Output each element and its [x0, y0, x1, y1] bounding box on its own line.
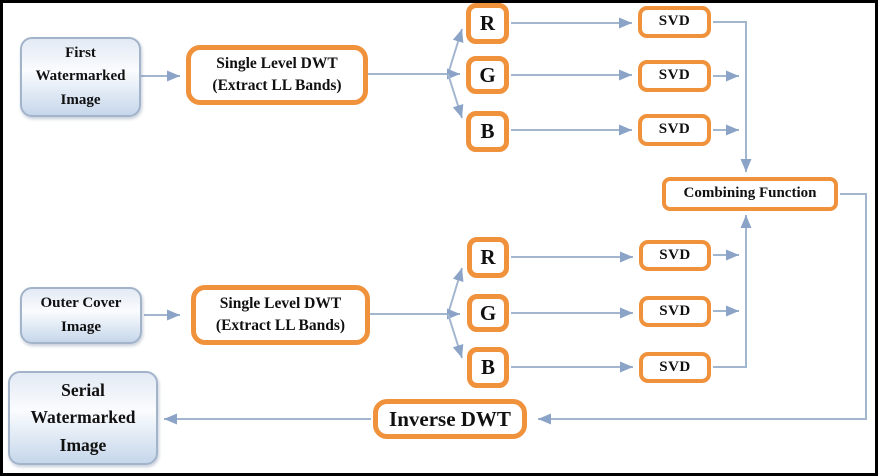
combining-function-node: Combining Function — [662, 177, 838, 211]
inverse-dwt-node: Inverse DWT — [373, 399, 527, 439]
single-level-dwt-bottom-node: Single Level DWT (Extract LL Bands) — [191, 285, 370, 345]
svd-bottom-b-node: SVD — [639, 352, 711, 383]
g-channel-top-node: G — [466, 56, 509, 94]
connector-branch-b-bottom — [447, 313, 464, 359]
b-channel-top-node: B — [466, 111, 509, 152]
svd-bottom-g-node: SVD — [639, 296, 711, 327]
connector-branch-r-bottom — [447, 267, 464, 315]
svd-bottom-r-node: SVD — [639, 240, 711, 271]
svd-top-r-node: SVD — [638, 6, 711, 38]
g-channel-bottom-node: G — [467, 294, 509, 332]
connector-branch-r-top — [447, 28, 464, 75]
single-level-dwt-top-node: Single Level DWT (Extract LL Bands) — [186, 45, 368, 105]
connector-combining-to-inverse — [538, 193, 867, 425]
svd-top-b-node: SVD — [638, 114, 711, 146]
outer-cover-image-node: Outer Cover Image — [20, 287, 142, 344]
first-watermarked-image-node: First Watermarked Image — [20, 37, 141, 117]
svd-top-g-node: SVD — [638, 60, 711, 92]
r-channel-bottom-node: R — [467, 237, 509, 278]
connector-branch-b-top — [447, 73, 464, 119]
b-channel-bottom-node: B — [467, 347, 509, 388]
connector-svd-top-r-collector — [713, 21, 752, 172]
serial-watermarked-image-node: Serial Watermarked Image — [8, 371, 158, 465]
r-channel-top-node: R — [466, 3, 509, 44]
connector-svd-bottom-b-collector — [713, 215, 752, 368]
